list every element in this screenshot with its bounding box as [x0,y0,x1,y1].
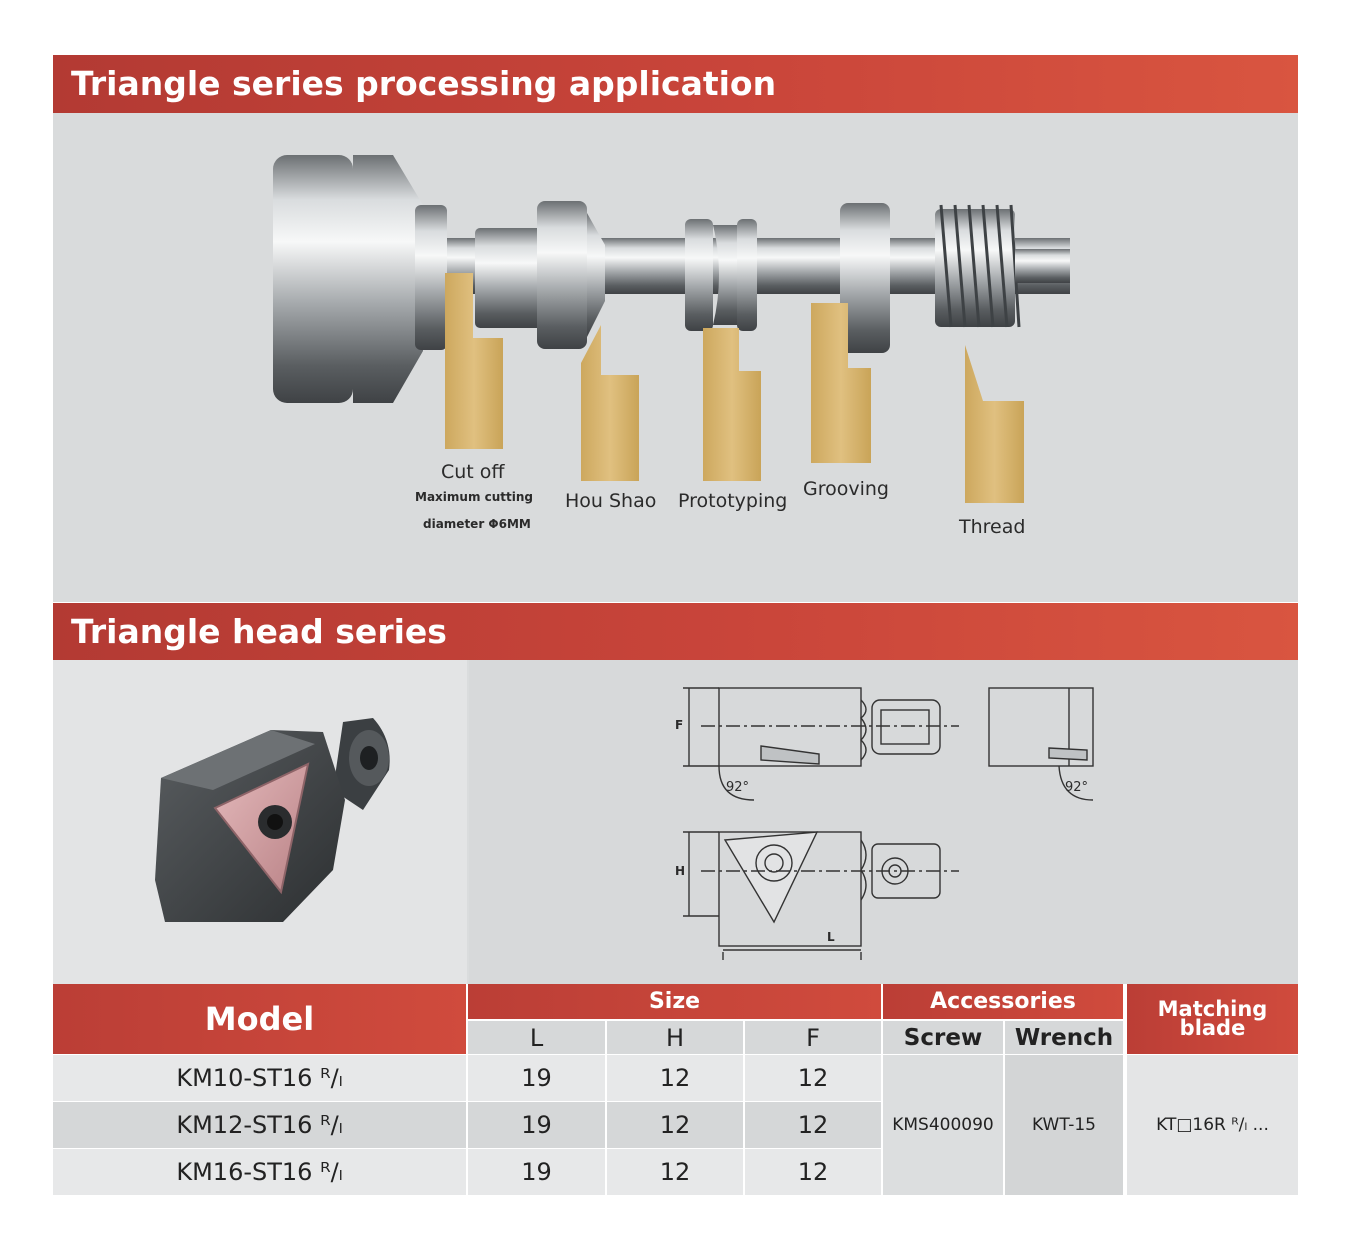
cell-f-0: 12 [745,1055,881,1101]
subheader-screw: Screw [883,1021,1003,1054]
cell-f-1: 12 [745,1102,881,1148]
header-accessories: Accessories [883,984,1123,1019]
tool-prototyping [703,328,761,481]
subheader-f: F [745,1021,881,1054]
workpiece-illustration [273,155,1070,503]
label-prototyping: Prototyping [678,490,788,512]
label-houshao: Hou Shao [565,490,657,512]
section-title-text: Triangle head series [71,612,447,651]
header-matching-blade: Matching blade [1127,984,1298,1054]
dim-label-f: F [675,718,684,732]
profile-right [737,219,757,331]
thread-section [935,204,1021,328]
cell-h-0: 12 [607,1055,743,1101]
label-grooving: Grooving [803,478,889,500]
technical-drawing-box: 92° 92° F H L [469,660,1298,984]
cell-model-1: KM12-ST16 ᴿ/ₗ [53,1102,466,1148]
taper-houshao [587,213,605,337]
head-series-panel: 92° 92° F H L [53,660,1298,984]
subheader-wrench: Wrench [1005,1021,1123,1054]
header-model: Model [53,984,466,1054]
tool-houshao [581,325,639,481]
angle-label-2: 92° [1065,780,1089,795]
section-title-head-series: Triangle head series [53,603,1298,661]
processing-application-panel: Cut off Maximum cutting diameter Φ6MM Ho… [53,113,1298,602]
cell-screw: KMS400090 [883,1055,1003,1195]
cell-f-2: 12 [745,1149,881,1195]
main-taper [353,155,423,403]
subheader-l: L [468,1021,605,1054]
cell-h-1: 12 [607,1102,743,1148]
cell-wrench: KWT-15 [1005,1055,1123,1195]
cell-model-0: KM10-ST16 ᴿ/ₗ [53,1055,466,1101]
label-cutoff: Cut off [441,461,505,483]
header-matching-line1: Matching [1157,997,1268,1021]
dim-label-l: L [827,930,835,944]
main-body [273,155,353,403]
header-matching-line2: blade [1179,1016,1246,1040]
cell-l-2: 19 [468,1149,605,1195]
technical-drawing [683,687,1094,960]
cell-l-1: 19 [468,1102,605,1148]
profile-groove [713,225,743,325]
tool-cutoff [445,273,503,449]
product-photo-box [53,660,467,984]
cell-matching-blade: KT□16R ᴿ/ₗ ... [1127,1055,1298,1195]
section-title-processing: Triangle series processing application [53,55,1298,113]
collar-houshao [537,201,587,349]
label-thread: Thread [959,516,1026,538]
label-cutoff-sub2: diameter Φ6MM [423,517,531,531]
tool-thread [965,345,1024,503]
step-cutoff [475,228,543,328]
cell-h-2: 12 [607,1149,743,1195]
cell-model-2: KM16-ST16 ᴿ/ₗ [53,1149,466,1195]
section-title-text: Triangle series processing application [71,64,777,103]
dim-label-h: H [675,864,686,878]
header-size: Size [468,984,881,1019]
angle-label-1: 92° [726,780,750,795]
triangle-head-photo [155,718,390,922]
grooving-ring [840,203,890,353]
cell-l-0: 19 [468,1055,605,1101]
tool-grooving [811,303,871,463]
neck [415,205,447,350]
profile-left [685,219,713,331]
label-cutoff-sub1: Maximum cutting [415,490,533,504]
subheader-h: H [607,1021,743,1054]
shaft-end [1015,249,1070,283]
